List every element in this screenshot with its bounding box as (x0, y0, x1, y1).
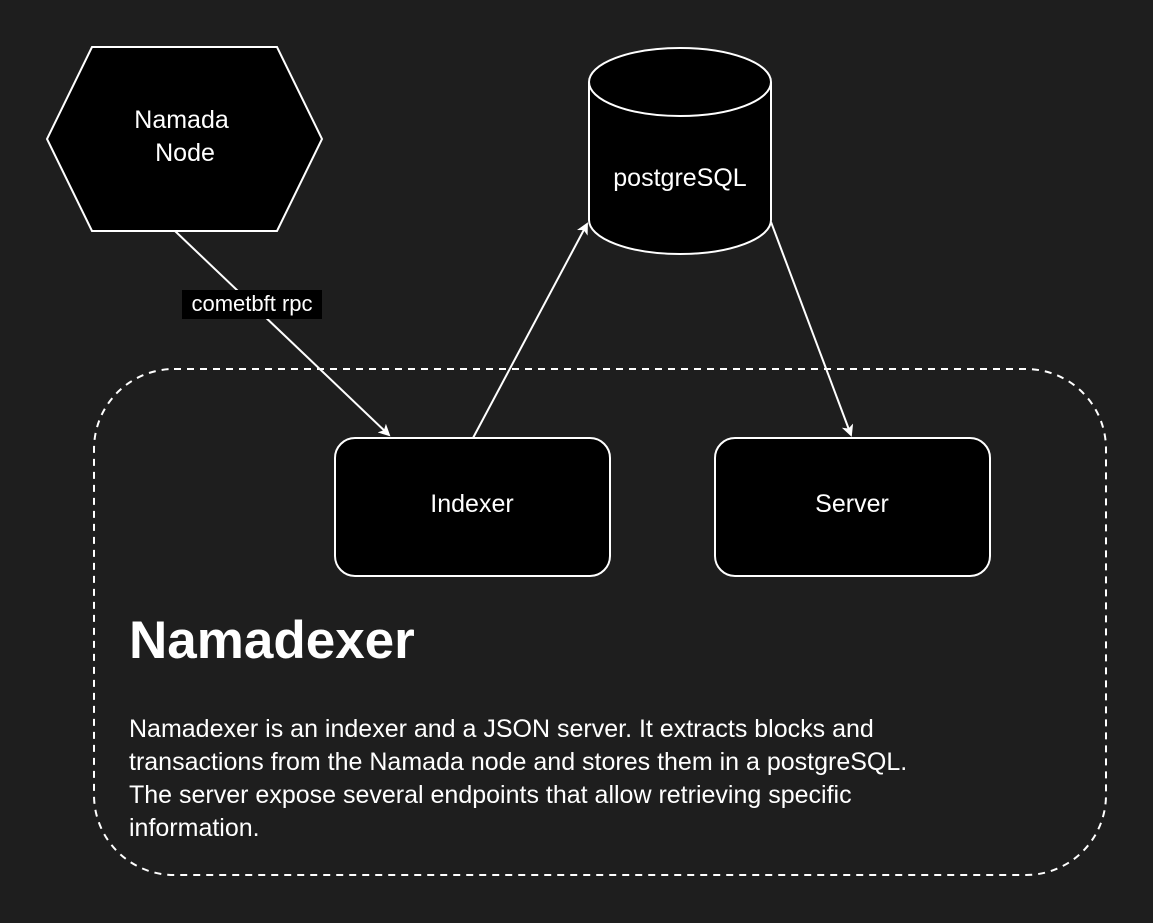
description-line-4: information. (129, 814, 260, 842)
postgres-cylinder-body (588, 82, 772, 255)
postgres-label: postgreSQL (613, 164, 747, 192)
server-box (714, 437, 991, 577)
indexer-node: Indexer (334, 437, 611, 577)
description-line-1: Namadexer is an indexer and a JSON serve… (129, 715, 874, 743)
namada-node-label: Namada Node (134, 106, 235, 167)
edge-postgres-to-server (770, 221, 854, 437)
container-title: Namadexer (129, 611, 415, 670)
namada-node-label-line-2: Node (155, 139, 215, 167)
server-label: Server (815, 490, 889, 518)
indexer-box (334, 437, 611, 577)
edge-label-cometbft-rpc: cometbft rpc (182, 290, 322, 319)
postgres-database: postgreSQL (588, 47, 772, 255)
namada-node-label-line-1: Namada (134, 106, 229, 134)
container-description: Namadexer is an indexer and a JSON serve… (129, 715, 914, 842)
description-line-3: The server expose several endpoints that… (129, 781, 852, 809)
description-line-2: transactions from the Namada node and st… (129, 748, 907, 776)
server-node: Server (714, 437, 991, 577)
namada-node: Namada Node (45, 46, 324, 232)
edge-indexer-to-postgres (472, 222, 588, 439)
edge-node-to-indexer (174, 230, 391, 437)
edge-label-text: cometbft rpc (191, 291, 312, 316)
namada-node-hexagon (45, 46, 324, 232)
namadexer-container (93, 368, 1107, 876)
indexer-label: Indexer (430, 490, 513, 518)
postgres-cylinder-top (588, 47, 772, 117)
edge-label-background (182, 290, 322, 319)
